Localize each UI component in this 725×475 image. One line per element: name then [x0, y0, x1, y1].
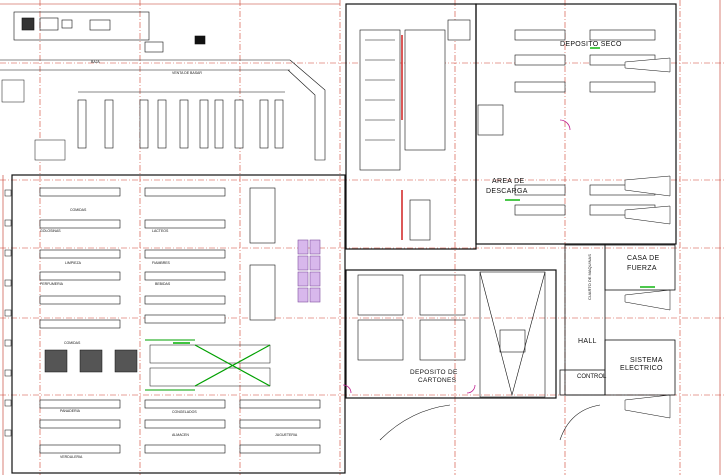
label-baja: BAJA: [91, 60, 100, 64]
label-venta-basar: VENTA DE BASAR: [172, 71, 202, 75]
purple-coolers: [297, 239, 321, 303]
upper-shelving: [77, 91, 285, 149]
right-rooms: [559, 244, 676, 396]
label-cuarto-maquinas: CUARTO DE MAQUINAS: [587, 254, 592, 300]
label-casa-fuerza-2: FUERZA: [627, 265, 657, 272]
aisle-label: PERFUMERIA: [40, 282, 63, 286]
doors: [342, 119, 571, 394]
direction-arrows: [173, 47, 655, 344]
deposito-shelving: [514, 29, 656, 216]
aisle-label: LIMPIEZA: [65, 261, 81, 265]
aisle-label: PANADERIA: [60, 409, 80, 413]
outer-walls: [11, 3, 677, 474]
label-deposito-seco: DEPOSITO SECO: [560, 41, 622, 48]
escalator: [145, 339, 271, 391]
left-fixtures: [1, 79, 66, 437]
checkouts: [44, 349, 138, 373]
aisle-label: BEBIDAS: [155, 282, 171, 286]
lower-rooms: [357, 274, 466, 361]
label-sistema-1: SISTEMA: [630, 357, 663, 364]
gondolas: [39, 187, 321, 454]
aisle-label: VERDULERIA: [60, 455, 83, 459]
label-comidas: COMIDAS: [64, 341, 81, 345]
label-hall: HALL: [578, 338, 597, 345]
aisle-label: CONGELADOS: [172, 410, 197, 414]
truck-bays: [624, 57, 671, 419]
aisle-label: LACTEOS: [152, 229, 169, 233]
label-sistema-2: ELECTRICO: [620, 365, 663, 372]
label-deposito-cartones-2: CARTONES: [418, 377, 457, 384]
aisle-label: COMIDAS: [70, 208, 87, 212]
label-casa-fuerza-1: CASA DE: [627, 255, 660, 262]
label-area-descarga-1: AREA DE: [492, 178, 525, 185]
label-control: CONTROL: [577, 374, 607, 380]
aisle-label: JUGUETERIA: [275, 433, 298, 437]
aisle-label: GOLOSINAS: [40, 229, 61, 233]
label-area-descarga-2: DESCARGA: [486, 188, 528, 195]
entrance: [379, 404, 601, 441]
service-block: [359, 19, 504, 241]
aisle-label: FIAMBRES: [152, 261, 170, 265]
loading-ramp: [479, 271, 546, 398]
label-deposito-cartones-1: DEPOSITO DE: [410, 369, 458, 376]
aisle-label: ALMACEN: [172, 433, 189, 437]
kitchen-strip: [0, 11, 326, 161]
